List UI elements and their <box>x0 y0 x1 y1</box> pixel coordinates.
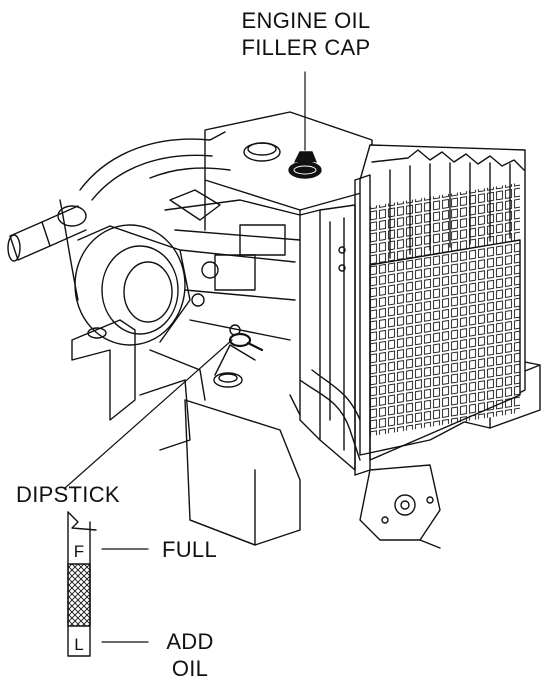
add-oil-label-line2: OIL <box>171 656 209 681</box>
dipstick-label: DIPSTICK <box>16 482 120 507</box>
add-oil-label-line1: ADD <box>166 629 214 654</box>
dipstick-low-mark: L <box>74 635 83 654</box>
full-level-label: FULL <box>162 537 217 562</box>
dipstick-inset <box>67 511 97 657</box>
dipstick-leader <box>64 339 233 489</box>
dipstick-handle-icon <box>228 332 264 352</box>
oil-filler-cap-icon <box>288 151 322 179</box>
dipstick-full-mark: F <box>74 542 84 561</box>
oil-filler-cap-label: ENGINE OIL FILLER CAP <box>228 7 384 61</box>
oil-filler-cap-label-line1: ENGINE OIL <box>241 8 371 33</box>
radiator-illustration <box>299 144 526 476</box>
oil-filler-cap-label-line2: FILLER CAP <box>241 35 371 60</box>
leader-lines <box>64 71 306 643</box>
add-oil-label: ADD OIL <box>150 628 230 682</box>
